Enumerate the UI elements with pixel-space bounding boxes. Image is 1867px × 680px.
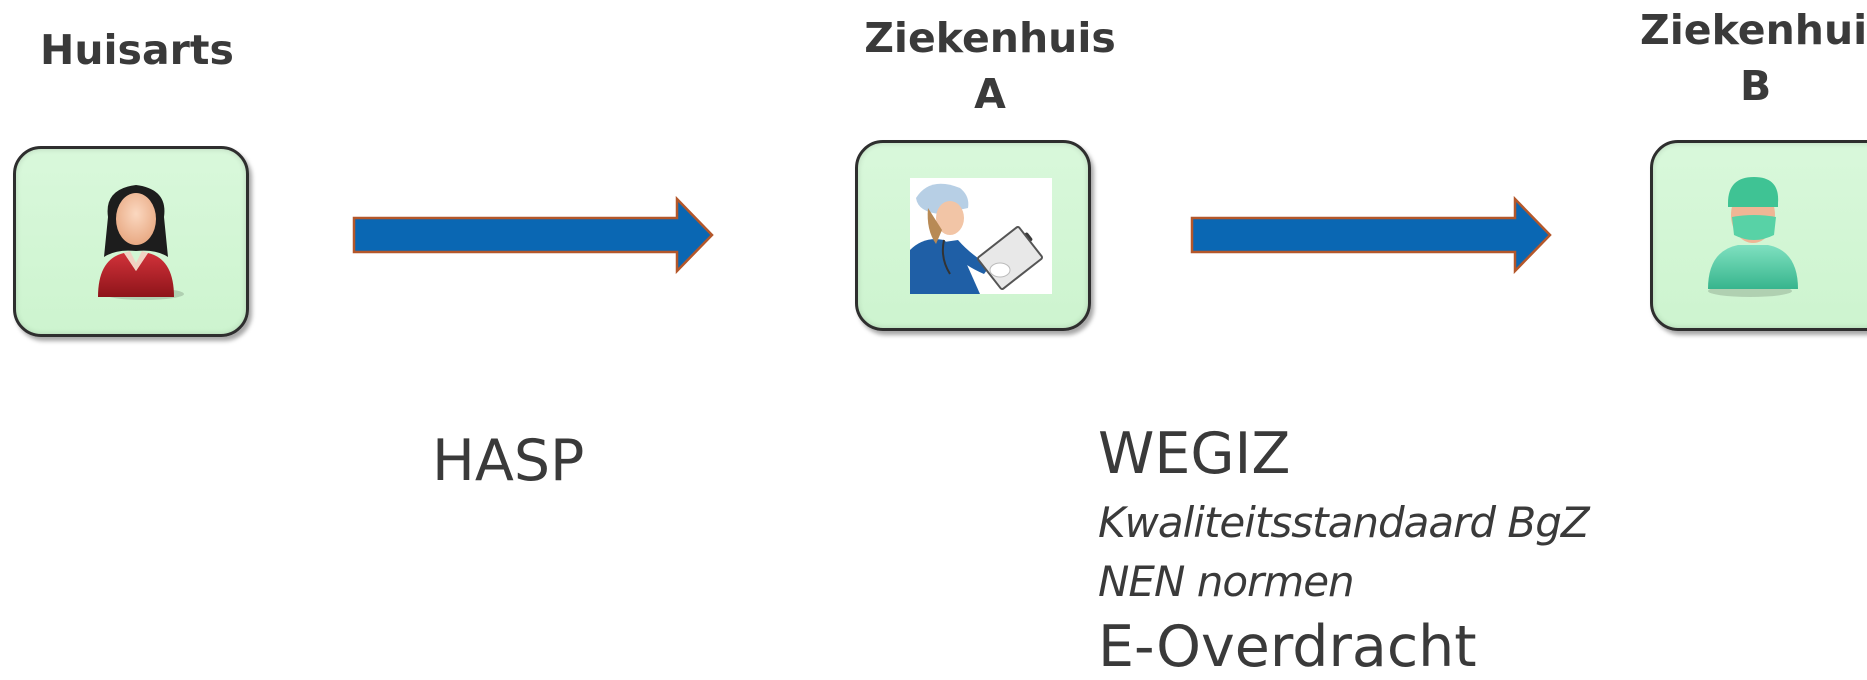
edge-label-kwaliteitsstandaard-bgz: Kwaliteitsstandaard BgZ [1098,498,1590,547]
surgeon-icon [1708,177,1798,297]
node-title-ziekenhuis-b-line1: Ziekenhuis [1640,6,1867,54]
arrow-ziekenhuis-a-to-ziekenhuis-b [1190,196,1552,274]
arrow-huisarts-to-ziekenhuis-a [352,196,714,274]
node-title-ziekenhuis-a-line1: Ziekenhuis [864,14,1116,62]
edge-label-hasp: HASP [432,428,585,494]
female-doctor-icon [98,185,184,300]
edge-label-nen-normen: NEN normen [1098,557,1355,606]
node-huisarts [13,146,249,337]
node-ziekenhuis-a [855,140,1091,331]
node-ziekenhuis-b [1650,140,1867,331]
edge-label-e-overdracht: E-Overdracht [1098,614,1477,680]
node-title-ziekenhuis-b: Ziekenhuis B [1640,2,1867,114]
node-title-huisarts-line1: Huisarts [40,26,234,74]
edge-label-wegiz: WEGIZ [1098,421,1291,487]
nurse-photo-icon [910,178,1052,294]
node-title-ziekenhuis-a: Ziekenhuis A [860,10,1120,122]
node-title-huisarts: Huisarts [40,22,234,78]
node-title-ziekenhuis-a-line2: A [974,70,1006,118]
node-title-ziekenhuis-b-line2: B [1740,62,1772,110]
